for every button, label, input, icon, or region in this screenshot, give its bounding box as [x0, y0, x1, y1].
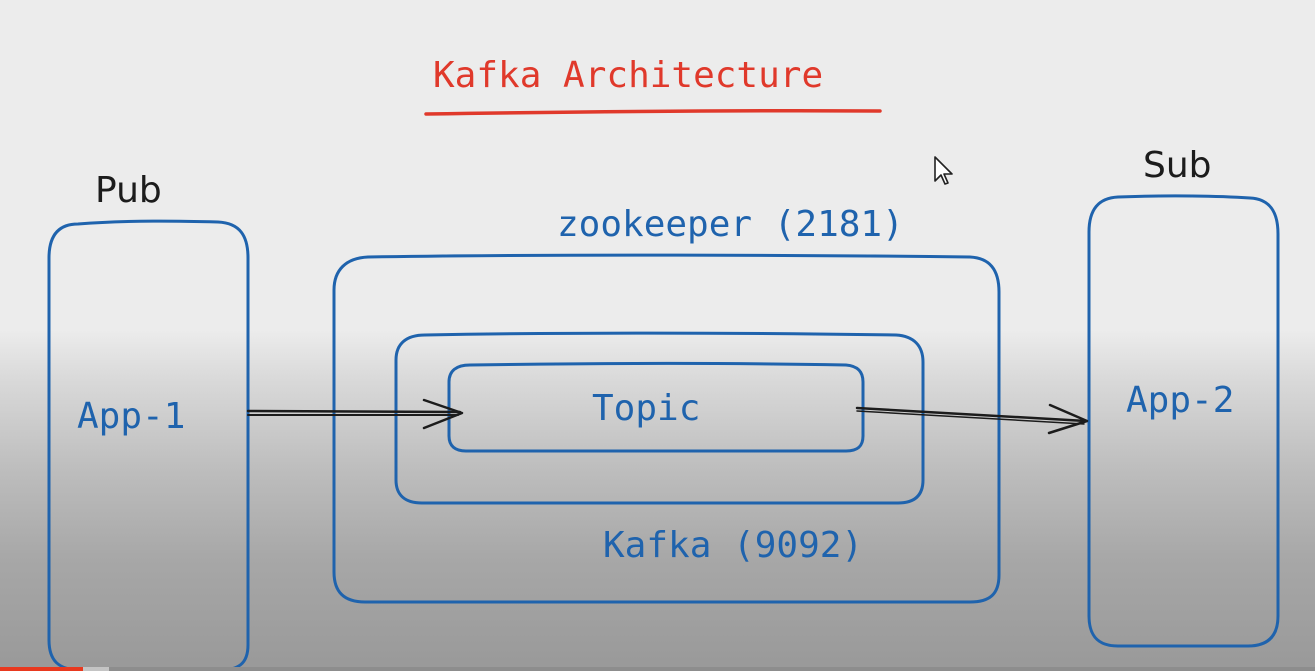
app1-label: App-1 [77, 396, 186, 437]
diagram-title: Kafka Architecture [433, 55, 824, 96]
video-progress-played [0, 667, 83, 671]
zookeeper-box [332, 253, 1001, 604]
zookeeper-label: zookeeper (2181) [557, 204, 904, 245]
title-underline [424, 108, 882, 116]
sub-box [1087, 194, 1280, 648]
arrow-app1-to-topic [246, 398, 464, 430]
pub-box [47, 219, 250, 671]
video-progress-bar[interactable] [0, 667, 1315, 671]
kafka-label: Kafka (9092) [603, 525, 864, 566]
arrow-topic-to-app2 [855, 403, 1089, 435]
kafka-box [394, 331, 925, 505]
app2-label: App-2 [1126, 380, 1235, 421]
sub-heading: Sub [1143, 145, 1212, 186]
topic-label: Topic [592, 388, 701, 429]
mouse-cursor-icon [934, 156, 953, 185]
pub-heading: Pub [95, 170, 162, 211]
